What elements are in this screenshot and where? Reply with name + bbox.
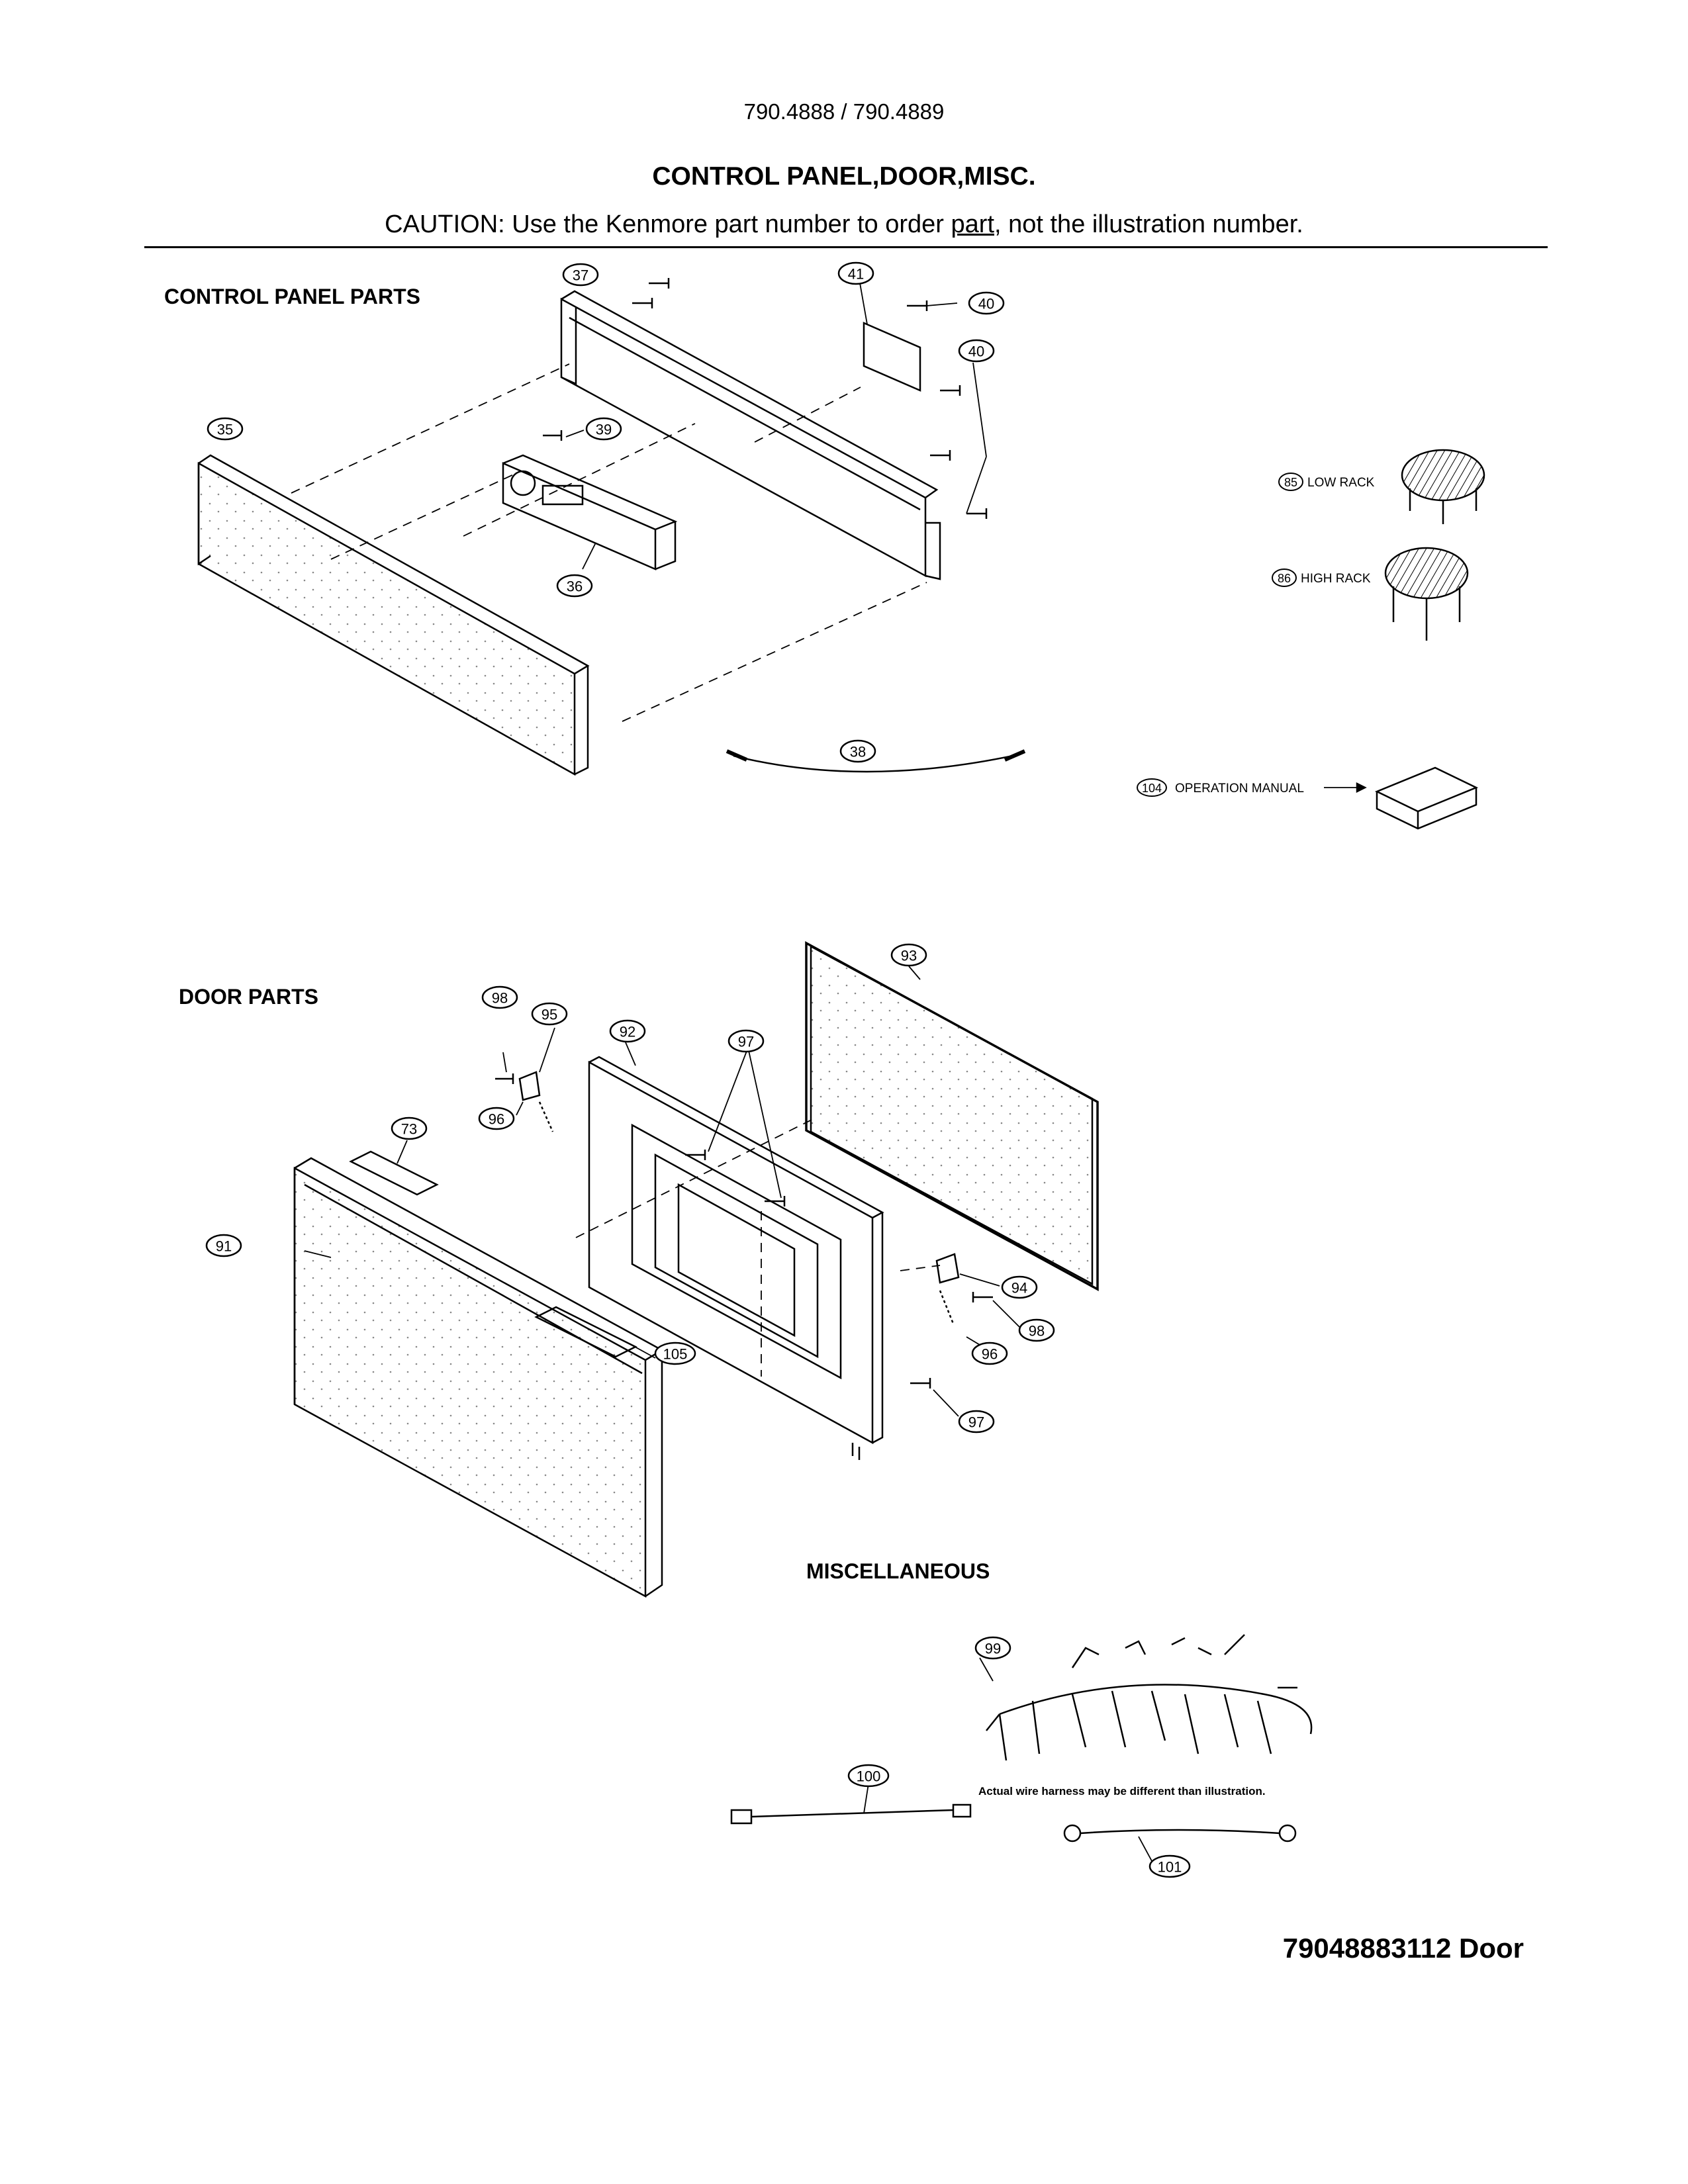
svg-text:92: 92 xyxy=(620,1024,635,1040)
svg-text:97: 97 xyxy=(968,1414,984,1431)
callout-38: 38 xyxy=(839,739,876,763)
callout-35: 35 xyxy=(207,417,244,441)
caution-text: CAUTION: Use the Kenmore part number to … xyxy=(0,210,1688,239)
svg-text:40: 40 xyxy=(968,343,984,360)
door-glass xyxy=(805,941,1099,1291)
svg-text:94: 94 xyxy=(1011,1280,1027,1297)
callout-91: 91 xyxy=(205,1234,242,1257)
svg-text:100: 100 xyxy=(857,1768,881,1785)
assembly-lines xyxy=(291,363,927,722)
svg-text:99: 99 xyxy=(985,1641,1001,1657)
svg-text:101: 101 xyxy=(1158,1859,1182,1876)
low-rack-label: LOW RACK xyxy=(1307,476,1375,490)
section-title-misc: MISCELLANEOUS xyxy=(806,1559,990,1583)
svg-text:85: 85 xyxy=(1284,476,1297,489)
svg-text:97: 97 xyxy=(738,1034,754,1050)
section-title-control-panel: CONTROL PANEL PARTS xyxy=(164,285,420,308)
callout-95: 95 xyxy=(531,1002,568,1026)
svg-text:98: 98 xyxy=(1029,1323,1045,1340)
high-rack-label: HIGH RACK xyxy=(1301,572,1371,586)
callout-36: 36 xyxy=(556,574,593,598)
model-number: 790.4888 / 790.4889 xyxy=(743,99,945,124)
operation-manual-book xyxy=(1374,766,1479,830)
callout-96a: 96 xyxy=(478,1107,515,1130)
callout-39: 39 xyxy=(585,417,622,441)
svg-text:37: 37 xyxy=(573,267,588,284)
callout-105: 105 xyxy=(654,1342,696,1365)
svg-text:73: 73 xyxy=(401,1121,417,1138)
callout-92: 92 xyxy=(609,1019,646,1043)
callout-86: 86 xyxy=(1272,569,1297,587)
callout-99: 99 xyxy=(974,1636,1011,1660)
section-title-door: DOOR PARTS xyxy=(179,985,318,1009)
svg-text:38: 38 xyxy=(850,744,866,760)
callout-94: 94 xyxy=(1001,1275,1038,1299)
control-panel-bracket xyxy=(560,290,941,580)
page-title: CONTROL PANEL,DOOR,MISC. xyxy=(652,162,1036,191)
control-panel-fascia xyxy=(197,454,590,776)
callout-100: 100 xyxy=(847,1764,890,1788)
cable xyxy=(733,754,1013,773)
callout-41: 41 xyxy=(837,261,874,285)
leader-lines xyxy=(565,279,987,570)
door-leader-lines xyxy=(304,966,1020,1417)
callout-37: 37 xyxy=(562,263,599,287)
outer-door-panel xyxy=(293,1157,664,1598)
mounting-bracket xyxy=(863,322,921,392)
operation-manual-label: OPERATION MANUAL xyxy=(1175,782,1304,796)
control-module xyxy=(502,454,678,570)
caution-prefix: CAUTION: Use the Kenmore part number to … xyxy=(385,210,951,238)
callout-101: 101 xyxy=(1149,1854,1191,1878)
svg-text:35: 35 xyxy=(217,422,233,438)
wire-100 xyxy=(730,1803,972,1825)
svg-text:95: 95 xyxy=(541,1007,557,1023)
callout-97b: 97 xyxy=(958,1410,995,1433)
callout-104: 104 xyxy=(1137,778,1167,797)
callout-85: 85 xyxy=(1278,473,1303,491)
harness-note: Actual wire harness may be different tha… xyxy=(978,1785,1266,1797)
svg-text:86: 86 xyxy=(1278,572,1291,585)
svg-text:91: 91 xyxy=(216,1238,232,1255)
door-assembly-lines xyxy=(575,1118,941,1377)
door-strip xyxy=(534,1306,637,1358)
callout-98a: 98 xyxy=(481,985,518,1009)
callout-40a: 40 xyxy=(968,291,1005,315)
callout-98b: 98 xyxy=(1018,1318,1055,1342)
callout-40b: 40 xyxy=(958,339,995,363)
svg-text:96: 96 xyxy=(489,1111,504,1128)
wire-harness xyxy=(986,1634,1313,1761)
svg-text:96: 96 xyxy=(982,1346,998,1363)
callout-93: 93 xyxy=(890,943,927,967)
svg-text:41: 41 xyxy=(848,266,864,283)
callout-96b: 96 xyxy=(971,1342,1008,1365)
footer-code: 79048883112 Door xyxy=(1282,1933,1524,1964)
door-label xyxy=(349,1150,439,1196)
header-divider xyxy=(144,246,1548,248)
door-hinges xyxy=(495,1071,993,1388)
svg-text:36: 36 xyxy=(567,578,583,595)
svg-text:105: 105 xyxy=(663,1346,688,1363)
low-rack xyxy=(1401,449,1485,524)
svg-text:39: 39 xyxy=(596,422,612,438)
caution-link[interactable]: part xyxy=(951,210,994,238)
svg-text:98: 98 xyxy=(492,990,508,1007)
screws xyxy=(543,278,988,519)
callout-97a: 97 xyxy=(727,1029,765,1053)
ground-strap-101 xyxy=(1063,1824,1297,1843)
svg-text:40: 40 xyxy=(978,296,994,312)
high-rack xyxy=(1384,547,1469,641)
svg-text:104: 104 xyxy=(1142,782,1162,795)
caution-suffix: , not the illustration number. xyxy=(994,210,1303,238)
svg-text:93: 93 xyxy=(901,948,917,964)
callout-73: 73 xyxy=(391,1116,428,1140)
